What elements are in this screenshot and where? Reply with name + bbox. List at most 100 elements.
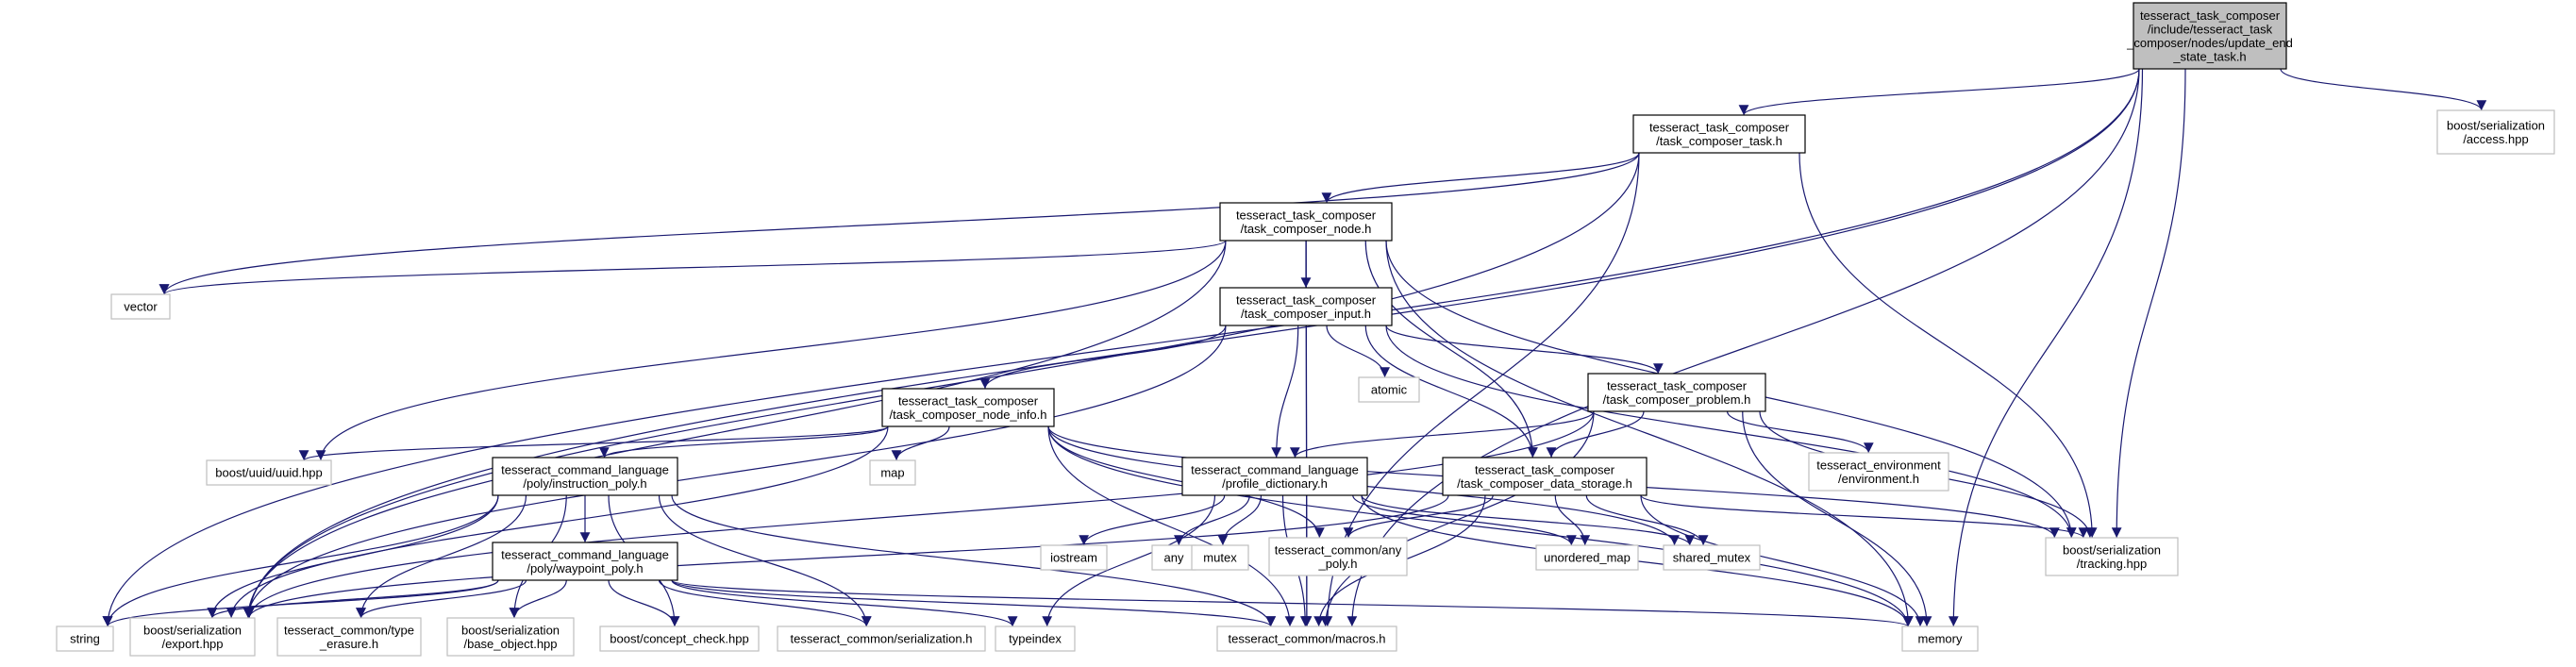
edge-input-to-datastore xyxy=(1364,325,1538,459)
edge-instr-to-erasure xyxy=(356,494,527,619)
edge-instr-to-string xyxy=(102,494,499,627)
edge-waypoint-to-concept xyxy=(608,579,680,627)
node-vector: vector xyxy=(110,293,171,320)
edge-nodeinfo-to-instr xyxy=(599,425,889,459)
edge-nodeinfo-to-memory xyxy=(1047,425,1914,627)
node-label-line: /task_composer_node.h xyxy=(1241,222,1372,236)
node-label-line: /export.hpp xyxy=(161,637,223,651)
node-box xyxy=(56,625,114,652)
edge-nodeinfo-to-macros xyxy=(1047,425,1296,627)
node-box xyxy=(129,617,256,657)
node-label-line: tesseract_task_composer xyxy=(1649,120,1790,134)
node-label-line: shared_mutex xyxy=(1673,551,1751,565)
node-box xyxy=(1268,537,1408,576)
edge-waypoint-to-baseobj xyxy=(509,579,567,619)
edge-input-to-atomic xyxy=(1326,325,1390,378)
edge-waypoint-to-macros xyxy=(671,579,1276,627)
edge-profile-to-typeindex xyxy=(1042,494,1216,627)
edge-root-to-macros xyxy=(1347,68,2140,627)
node-label-line: boost/uuid/uuid.hpp xyxy=(215,466,322,480)
node-label-line: /include/tesseract_task xyxy=(2148,22,2273,36)
node-label-line: /task_composer_input.h xyxy=(1241,307,1371,321)
node-box xyxy=(2045,537,2179,576)
edge-problem-to-profile xyxy=(1290,410,1595,459)
node-box xyxy=(206,459,332,486)
node-label-line: unordered_map xyxy=(1544,551,1631,565)
node-box xyxy=(1535,544,1639,571)
node-mutex: mutex xyxy=(1191,544,1249,571)
edge-input-to-nodeinfo xyxy=(979,325,1227,390)
node-label-line: /base_object.hpp xyxy=(463,637,557,651)
edge-task-to-node xyxy=(1321,152,1640,204)
node-string: string xyxy=(56,625,114,652)
edge-profile-to-umap xyxy=(1352,494,1577,546)
node-problem[interactable]: tesseract_task_composer/task_composer_pr… xyxy=(1587,373,1766,412)
node-envh: tesseract_environment/environment.h xyxy=(1808,452,1949,492)
node-baseobj: boost/serialization/base_object.hpp xyxy=(446,617,575,657)
node-box xyxy=(2133,2,2287,70)
node-root[interactable]: tesseract_task_composer/include/tesserac… xyxy=(2126,2,2293,70)
node-box xyxy=(1216,625,1397,652)
node-label-line: vector xyxy=(124,300,158,314)
edge-input-to-profile xyxy=(1271,325,1299,459)
node-anypoly: tesseract_common/any_poly.h xyxy=(1268,537,1408,576)
edge-input-to-problem xyxy=(1385,325,1664,375)
node-box xyxy=(1219,287,1393,326)
node-datastore[interactable]: tesseract_task_composer/task_composer_da… xyxy=(1442,457,1648,496)
node-label-line: memory xyxy=(1918,632,1963,646)
node-node[interactable]: tesseract_task_composer/task_composer_no… xyxy=(1219,202,1393,242)
node-waypoint[interactable]: tesseract_command_language/poly/waypoint… xyxy=(492,542,678,581)
edge-profile-to-mutex xyxy=(1217,494,1263,546)
node-label-line: tesseract_task_composer xyxy=(1236,208,1377,222)
edge-problem-to-datastore xyxy=(1546,410,1645,459)
edge-node-to-export xyxy=(243,240,1227,619)
edge-node-to-vector xyxy=(159,240,1227,295)
node-label-line: tesseract_command_language xyxy=(1191,462,1359,476)
node-label-line: /profile_dictionary.h xyxy=(1222,476,1328,491)
edge-nodeinfo-to-export xyxy=(226,425,889,619)
node-box xyxy=(110,293,171,320)
node-input[interactable]: tesseract_task_composer/task_composer_in… xyxy=(1219,287,1393,326)
node-erasure: tesseract_common/type_erasure.h xyxy=(276,617,422,657)
edge-task-to-vector xyxy=(159,152,1640,295)
dependency-edges xyxy=(102,68,2487,627)
node-label-line: tesseract_task_composer xyxy=(2140,8,2281,23)
node-box xyxy=(2436,109,2555,155)
edge-problem-to-envh xyxy=(1726,410,1874,454)
node-label-line: iostream xyxy=(1050,551,1097,565)
node-box xyxy=(1587,373,1766,412)
node-label-line: boost/serialization xyxy=(461,623,560,637)
node-profile[interactable]: tesseract_command_language/profile_dicti… xyxy=(1181,457,1368,496)
node-instr[interactable]: tesseract_command_language/poly/instruct… xyxy=(492,457,678,496)
edge-input-to-export xyxy=(243,325,1227,619)
edge-node-to-datastore xyxy=(1364,240,1538,459)
node-label-line: boost/serialization xyxy=(143,623,242,637)
node-label-line: /task_composer_task.h xyxy=(1656,134,1782,148)
node-label-line: /poly/waypoint_poly.h xyxy=(527,561,643,575)
node-nodeinfo[interactable]: tesseract_task_composer/task_composer_no… xyxy=(881,388,1055,427)
node-label-line: tesseract_task_composer xyxy=(1475,462,1615,476)
node-box xyxy=(1442,457,1648,496)
edge-datastore-to-umap xyxy=(1554,494,1591,546)
node-typeindex: typeindex xyxy=(995,625,1076,652)
edge-waypoint-to-export xyxy=(207,579,499,619)
edge-root-to-task xyxy=(1738,68,2140,116)
edge-root-to-access xyxy=(2280,68,2487,111)
edge-problem-to-export xyxy=(243,410,1595,619)
edge-task-to-export xyxy=(243,152,1640,619)
node-map: map xyxy=(869,459,916,486)
node-task[interactable]: tesseract_task_composer/task_composer_ta… xyxy=(1632,114,1806,154)
node-label-line: boost/serialization xyxy=(2063,542,2161,557)
node-memory: memory xyxy=(1901,625,1979,652)
node-box xyxy=(1219,202,1393,242)
edge-waypoint-to-memory xyxy=(671,579,1913,627)
node-label-line: /tracking.hpp xyxy=(2077,557,2147,571)
edge-profile-to-iostream xyxy=(1079,494,1226,546)
edge-datastore-to-smutex xyxy=(1585,494,1709,546)
node-concept: boost/concept_check.hpp xyxy=(599,625,760,652)
node-label-line: _erasure.h xyxy=(319,637,378,651)
edge-node-to-uuid xyxy=(315,240,1227,461)
node-any: any xyxy=(1151,544,1196,571)
edge-task-to-tracking xyxy=(1798,152,2098,539)
